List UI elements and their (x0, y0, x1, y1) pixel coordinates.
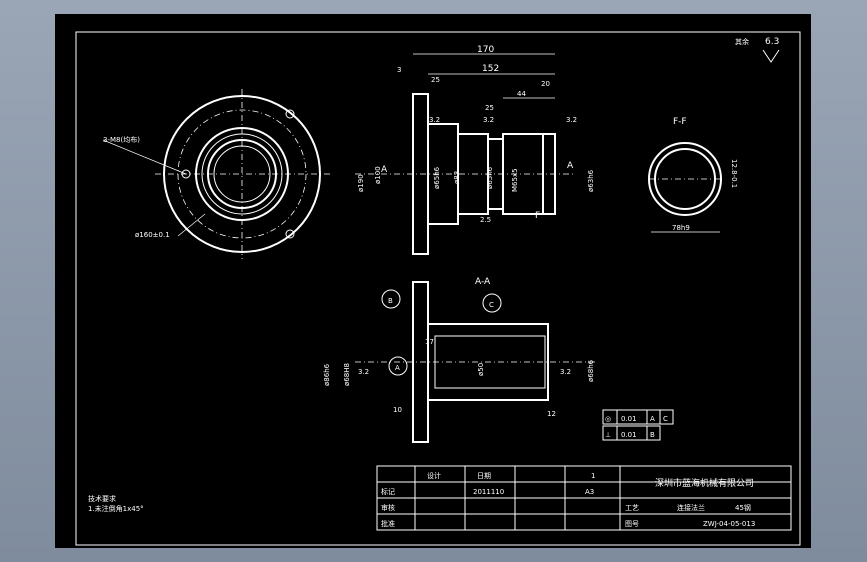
dim-d63: ø63h6 (587, 169, 595, 192)
rough-1: 3.2 (429, 116, 440, 124)
dim-152: 152 (482, 64, 499, 74)
section-mark-a-right: A (567, 161, 574, 171)
dim-20: 20 (541, 80, 550, 88)
notes-line1: 1.未注倒角1x45° (88, 504, 144, 513)
dim-170: 170 (477, 45, 494, 55)
drawing-canvas: 3-M8(均布) ø160±0.1 170 3 (75, 31, 801, 546)
corner-rough-symbol (762, 49, 780, 63)
tol-1-ref-a: A (650, 415, 655, 423)
drawing-sheet: 3-M8(均布) ø160±0.1 170 3 (55, 14, 811, 548)
dim-25b: 25 (485, 104, 494, 112)
tb-small-5: 图号 (625, 520, 639, 528)
front-view: 170 3 152 25 20 44 25 ø190 ø100 ø65h6 ø8… (355, 45, 595, 255)
tol-2-ref-b: B (650, 431, 655, 439)
tb-r1-c4: 1 (591, 472, 595, 480)
tb-r1-c1: 设计 (427, 471, 441, 480)
tb-small-2: 审核 (381, 503, 395, 512)
notes-title: 技术要求 (88, 494, 116, 503)
bolt-hole-2 (285, 109, 295, 119)
tb-r2-c2: 2011110 (473, 488, 504, 496)
dim-d100: ø100 (374, 166, 382, 184)
bolt-hole-3 (285, 229, 295, 239)
title-block: 设计 日期 2011110 1 A3 深圳市蓝海机械有限公司 连接法兰 45钢 … (376, 465, 792, 531)
ff-dim-bottom: 78h9 (672, 224, 690, 232)
section-aa-title: A-A (475, 277, 491, 287)
dim-d83: ø83 (453, 171, 461, 184)
tb-r1-c2: 日期 (477, 472, 491, 480)
aa-dim-d50: ø50 (477, 363, 485, 376)
tb-small-1: 标记 (381, 487, 395, 496)
datum-a: A (395, 364, 400, 372)
tb-small-3: 批准 (381, 519, 395, 528)
dim-44: 44 (517, 90, 526, 98)
leader-pcd (177, 213, 206, 237)
dim-d65b: ø65h6 (486, 166, 494, 189)
dim-2-5: 2.5 (480, 216, 491, 224)
datum-c: C (489, 301, 494, 309)
dim-d190: ø190 (357, 174, 365, 192)
tb-drawing-no: ZWJ-04-05-013 (703, 520, 755, 528)
tol-1-ref-c: C (663, 415, 668, 423)
ff-dim-side: 12.8-0.1 (730, 159, 738, 188)
section-ff-title: F-F (673, 117, 687, 127)
rough-3: 3.2 (566, 116, 577, 124)
rough-2: 3.2 (483, 116, 494, 124)
leader-holes (102, 139, 187, 175)
aa-dim-d68H8: ø68H8 (343, 363, 351, 386)
dim-25a: 25 (431, 76, 440, 84)
top-view: 3-M8(均布) ø160±0.1 (102, 89, 330, 259)
dim-3: 3 (397, 66, 401, 74)
tol-frame-1 (602, 409, 674, 425)
corner-rough-label: 其余 (735, 37, 749, 46)
tb-material: 45钢 (735, 503, 751, 512)
tol-2-symbol: ⊥ (605, 431, 611, 439)
section-mark-a-left: A (381, 165, 388, 175)
bolt-hole-1 (181, 169, 191, 179)
tb-r2-c4: A3 (585, 488, 594, 496)
tol-frame-2 (602, 425, 661, 441)
aa-rough-1: 3.2 (358, 368, 369, 376)
tol-2-value: 0.01 (621, 431, 637, 439)
aa-dim-d86: ø86h6 (323, 363, 331, 386)
label-holes: 3-M8(均布) (103, 135, 140, 144)
aa-dim-10: 10 (393, 406, 402, 414)
aa-dim-d68h6: ø68h6 (587, 359, 595, 382)
datum-b-bubble (381, 289, 401, 309)
aa-dim-17: 17 (425, 338, 434, 346)
section-mark-f: F (535, 211, 540, 221)
datum-b: B (388, 297, 393, 305)
dim-d65a: ø65h6 (433, 166, 441, 189)
tb-company: 深圳市蓝海机械有限公司 (655, 477, 754, 489)
inner-frame (75, 31, 801, 546)
datum-a-bubble (388, 356, 408, 376)
aa-rough-2: 3.2 (560, 368, 571, 376)
corner-rough-value: 6.3 (765, 37, 779, 47)
aa-body (427, 323, 549, 401)
section-aa: A-A B C A ø86h6 ø68H8 ø50 ø68h6 17 10 12… (323, 277, 674, 443)
section-ff: F-F 12.8-0.1 78h9 (648, 117, 738, 233)
aa-dim-12: 12 (547, 410, 556, 418)
tb-part-name: 连接法兰 (677, 503, 705, 512)
datum-c-bubble (482, 293, 502, 313)
tb-small-4: 工艺 (625, 504, 639, 512)
dim-m65: M65x5 (511, 168, 519, 192)
tol-1-value: 0.01 (621, 415, 637, 423)
label-pcd: ø160±0.1 (135, 231, 170, 239)
tol-1-symbol: ◎ (605, 415, 611, 423)
